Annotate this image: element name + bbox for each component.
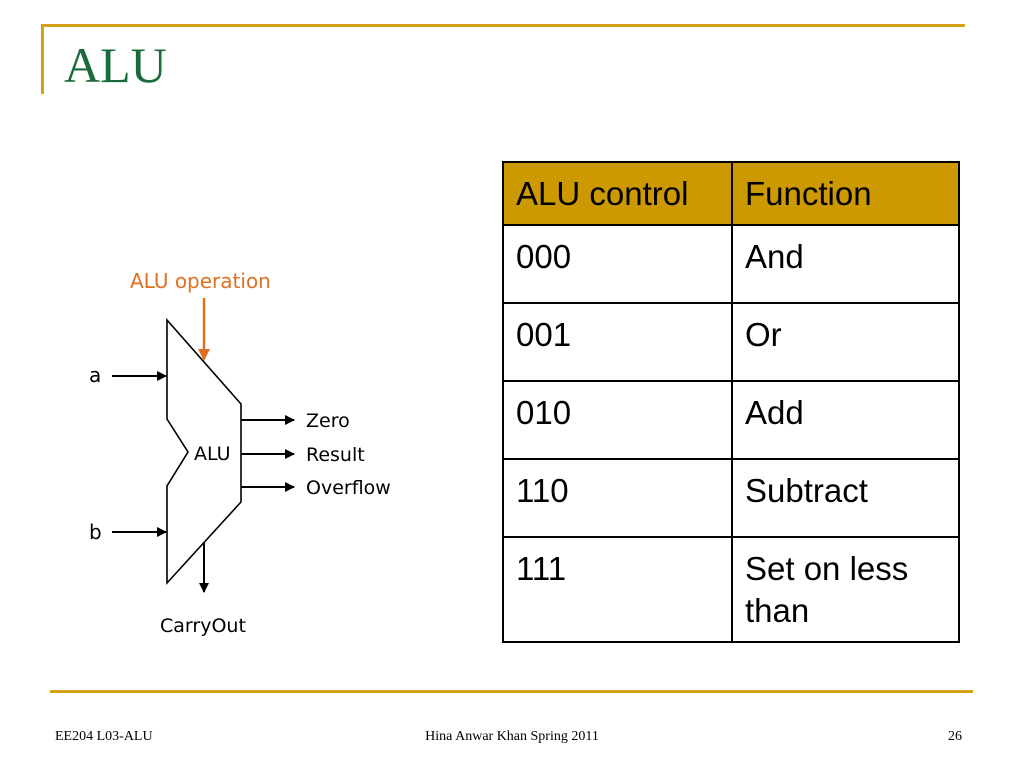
alu-operation-label: ALU operation [130, 269, 271, 293]
table-row: 001 Or [502, 302, 960, 383]
function-cell: Add [731, 380, 960, 461]
input-b-label: b [89, 520, 102, 544]
control-code-cell: 010 [502, 380, 733, 461]
control-code-cell: 111 [502, 536, 733, 643]
carryout-label: CarryOut [160, 615, 246, 637]
title-accent-horizontal [41, 24, 965, 27]
function-cell: Set on less than [731, 536, 960, 643]
zero-output-label: Zero [306, 410, 350, 432]
table-header-row: ALU control Function [502, 160, 960, 227]
table-row: 010 Add [502, 380, 960, 461]
title-accent-vertical [41, 24, 44, 94]
alu-control-table: ALU control Function 000 And 001 Or 010 … [502, 160, 960, 643]
function-cell: Subtract [731, 458, 960, 539]
page-number: 26 [948, 729, 962, 744]
overflow-output-label: Overflow [306, 477, 391, 499]
control-code-cell: 000 [502, 224, 733, 305]
input-a-label: a [89, 363, 101, 387]
header-function: Function [731, 160, 960, 227]
alu-block-label: ALU [194, 443, 231, 465]
function-cell: Or [731, 302, 960, 383]
slide-title: ALU [64, 37, 167, 93]
control-code-cell: 001 [502, 302, 733, 383]
control-code-cell: 110 [502, 458, 733, 539]
header-alu-control: ALU control [502, 160, 733, 227]
table-row: 110 Subtract [502, 458, 960, 539]
table-row: 000 And [502, 224, 960, 305]
footer-course: EE204 L03-ALU [55, 729, 153, 744]
footer-author: Hina Anwar Khan Spring 2011 [425, 729, 599, 744]
table-row: 111 Set on less than [502, 536, 960, 643]
result-output-label: Result [306, 444, 365, 466]
alu-diagram: ALU operation ALU a b Zero Result Overfl… [89, 269, 391, 637]
footer-divider [50, 690, 973, 693]
function-cell: And [731, 224, 960, 305]
